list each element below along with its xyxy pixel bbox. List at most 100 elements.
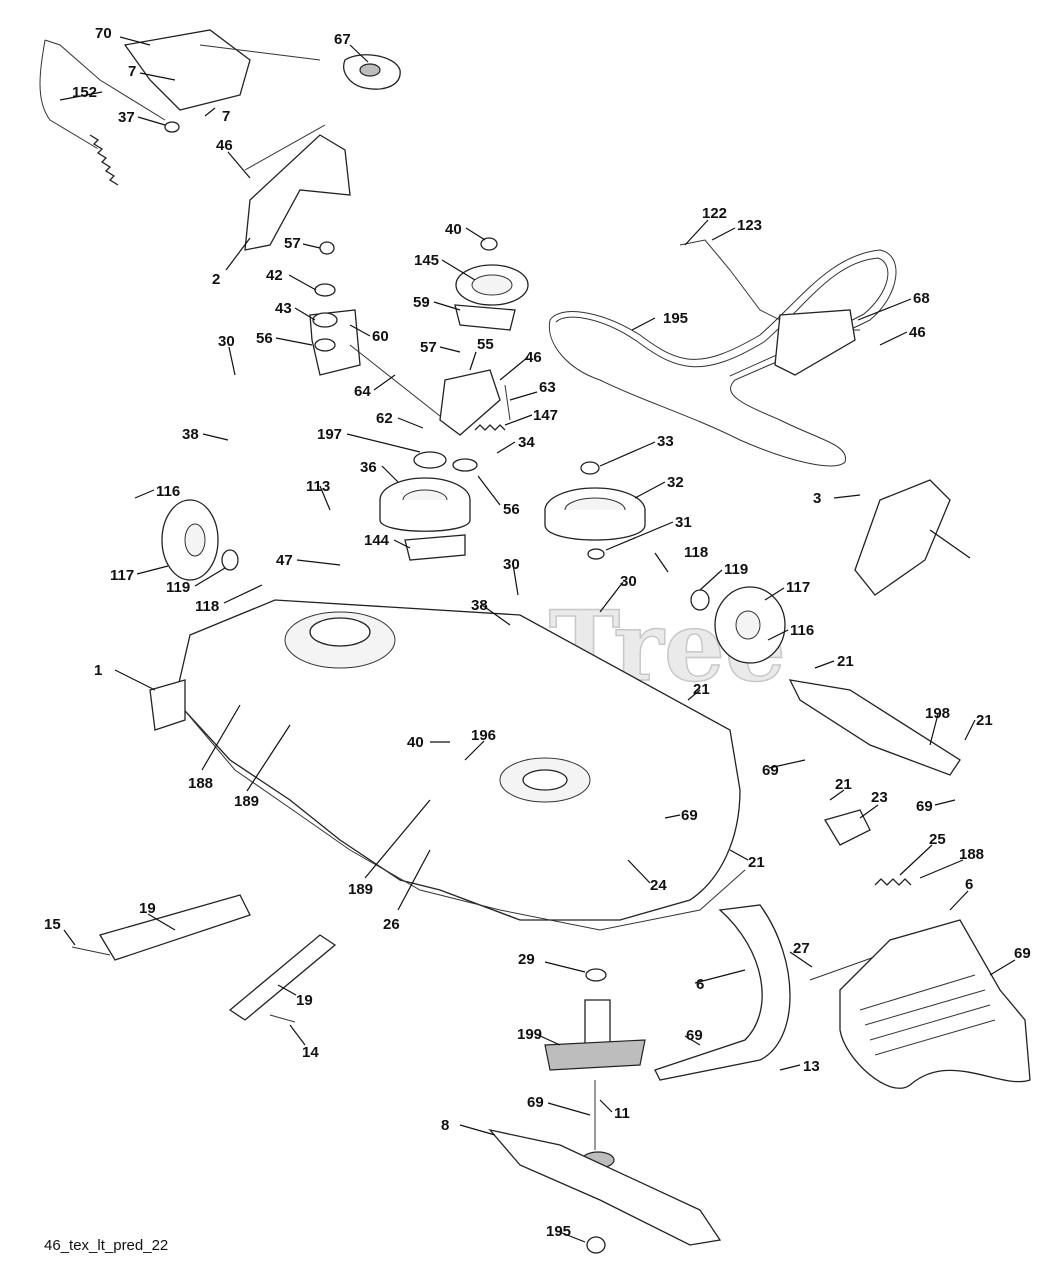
callout: 33 [657,433,674,450]
callout: 57 [284,235,301,252]
nut-33 [580,461,600,475]
callout: 8 [441,1117,449,1134]
washer-42 [314,283,336,297]
bolt-19-upper [71,946,111,956]
drawing-id-label: 46_tex_lt_pred_22 [44,1237,168,1254]
spacer-56-mid [452,458,478,472]
callout: 70 [95,25,112,42]
callout: 42 [266,267,283,284]
callout: 147 [533,407,558,424]
callout: 37 [118,109,135,126]
callout: 38 [471,597,488,614]
callout: 7 [128,63,136,80]
washer-119-right [690,589,710,611]
callouts: 70 67 7 152 7 37 46 2 57 40 145 42 59 43… [44,25,1031,1240]
wheel-117-left-hub [184,523,206,557]
callout: 117 [786,579,810,596]
deck-bracket-1 [149,679,186,731]
mower-deck-1-rim [179,704,746,931]
deck-pulley-top-inner [309,617,371,647]
spring-152 [89,134,119,186]
lift-rod-152 [39,39,166,151]
baffle-199 [654,904,791,1081]
spindle-14-shaft [584,999,611,1046]
callout: 38 [182,426,199,443]
pin-63 [504,384,511,421]
callout: 69 [686,1027,703,1044]
belt-68 [548,249,897,467]
callout: 119 [166,579,190,596]
callout: 30 [503,556,520,573]
bracket-123 [774,309,856,376]
bracket-6-lower [228,934,337,1021]
callout: 63 [539,379,556,396]
bracket-70 [123,29,251,111]
callout: 198 [925,705,950,722]
callout: 40 [407,734,424,751]
callout: 34 [518,434,535,451]
callout: 11 [614,1105,630,1122]
callout: 2 [212,271,220,288]
callout: 199 [517,1026,542,1043]
callout: 31 [675,514,692,531]
callout: 64 [354,383,371,400]
washer-119-left [221,549,239,571]
callout: 21 [693,681,710,698]
bracket-144 [404,534,466,561]
callout: 69 [681,807,698,824]
spacer-56 [314,338,336,352]
callout: 116 [156,483,180,500]
callout: 189 [348,881,373,898]
washer-15 [585,968,607,982]
nut-40-top [480,237,498,251]
bolt-8 [586,1236,606,1254]
belt-guard-2 [244,134,351,251]
callout: 46 [525,349,542,366]
washer-197 [413,451,447,469]
pulley-36-rim [379,500,471,532]
callout: 14 [302,1044,319,1061]
callout: 21 [837,653,854,670]
callout: 118 [684,544,708,561]
callout: 30 [218,333,235,350]
discharge-chute-27 [839,919,1031,1089]
belt-cover-3 [854,479,951,596]
callout: 55 [477,336,494,353]
callout: 188 [188,775,213,792]
callout: 195 [663,310,688,327]
callout: 195 [546,1223,571,1240]
callout: 27 [793,940,810,957]
callout: 152 [72,84,97,101]
rod-64 [349,344,446,421]
callout: 57 [420,339,437,356]
callout: 6 [965,876,973,893]
callout: 30 [620,573,637,590]
callout: 117 [110,567,134,584]
callout: 68 [913,290,930,307]
callout: 59 [413,294,430,311]
bracket-55 [439,369,501,436]
callout: 46 [216,137,233,154]
callout: 197 [317,426,342,443]
spring-147 [474,424,506,431]
spindle-14-housing [544,1039,646,1071]
callout: 56 [256,330,273,347]
callout: 56 [503,501,520,518]
discharge-chute-27-ribs [859,974,996,1056]
bracket-59 [454,304,516,331]
callout: 69 [916,798,933,815]
callout: 23 [871,789,888,806]
rod-46-top [244,124,326,171]
callout: 189 [234,793,259,810]
leader-lines [59,36,1016,1243]
bolt-19-lower [269,1014,296,1023]
callout: 69 [1014,945,1031,962]
callout: 43 [275,300,292,317]
baffle-198 [788,679,961,776]
callout: 21 [748,854,765,871]
callout: 119 [724,561,748,578]
pulley-32-rim [544,510,646,541]
bracket-70-rod [199,44,321,61]
bracket-6-upper [99,894,251,961]
